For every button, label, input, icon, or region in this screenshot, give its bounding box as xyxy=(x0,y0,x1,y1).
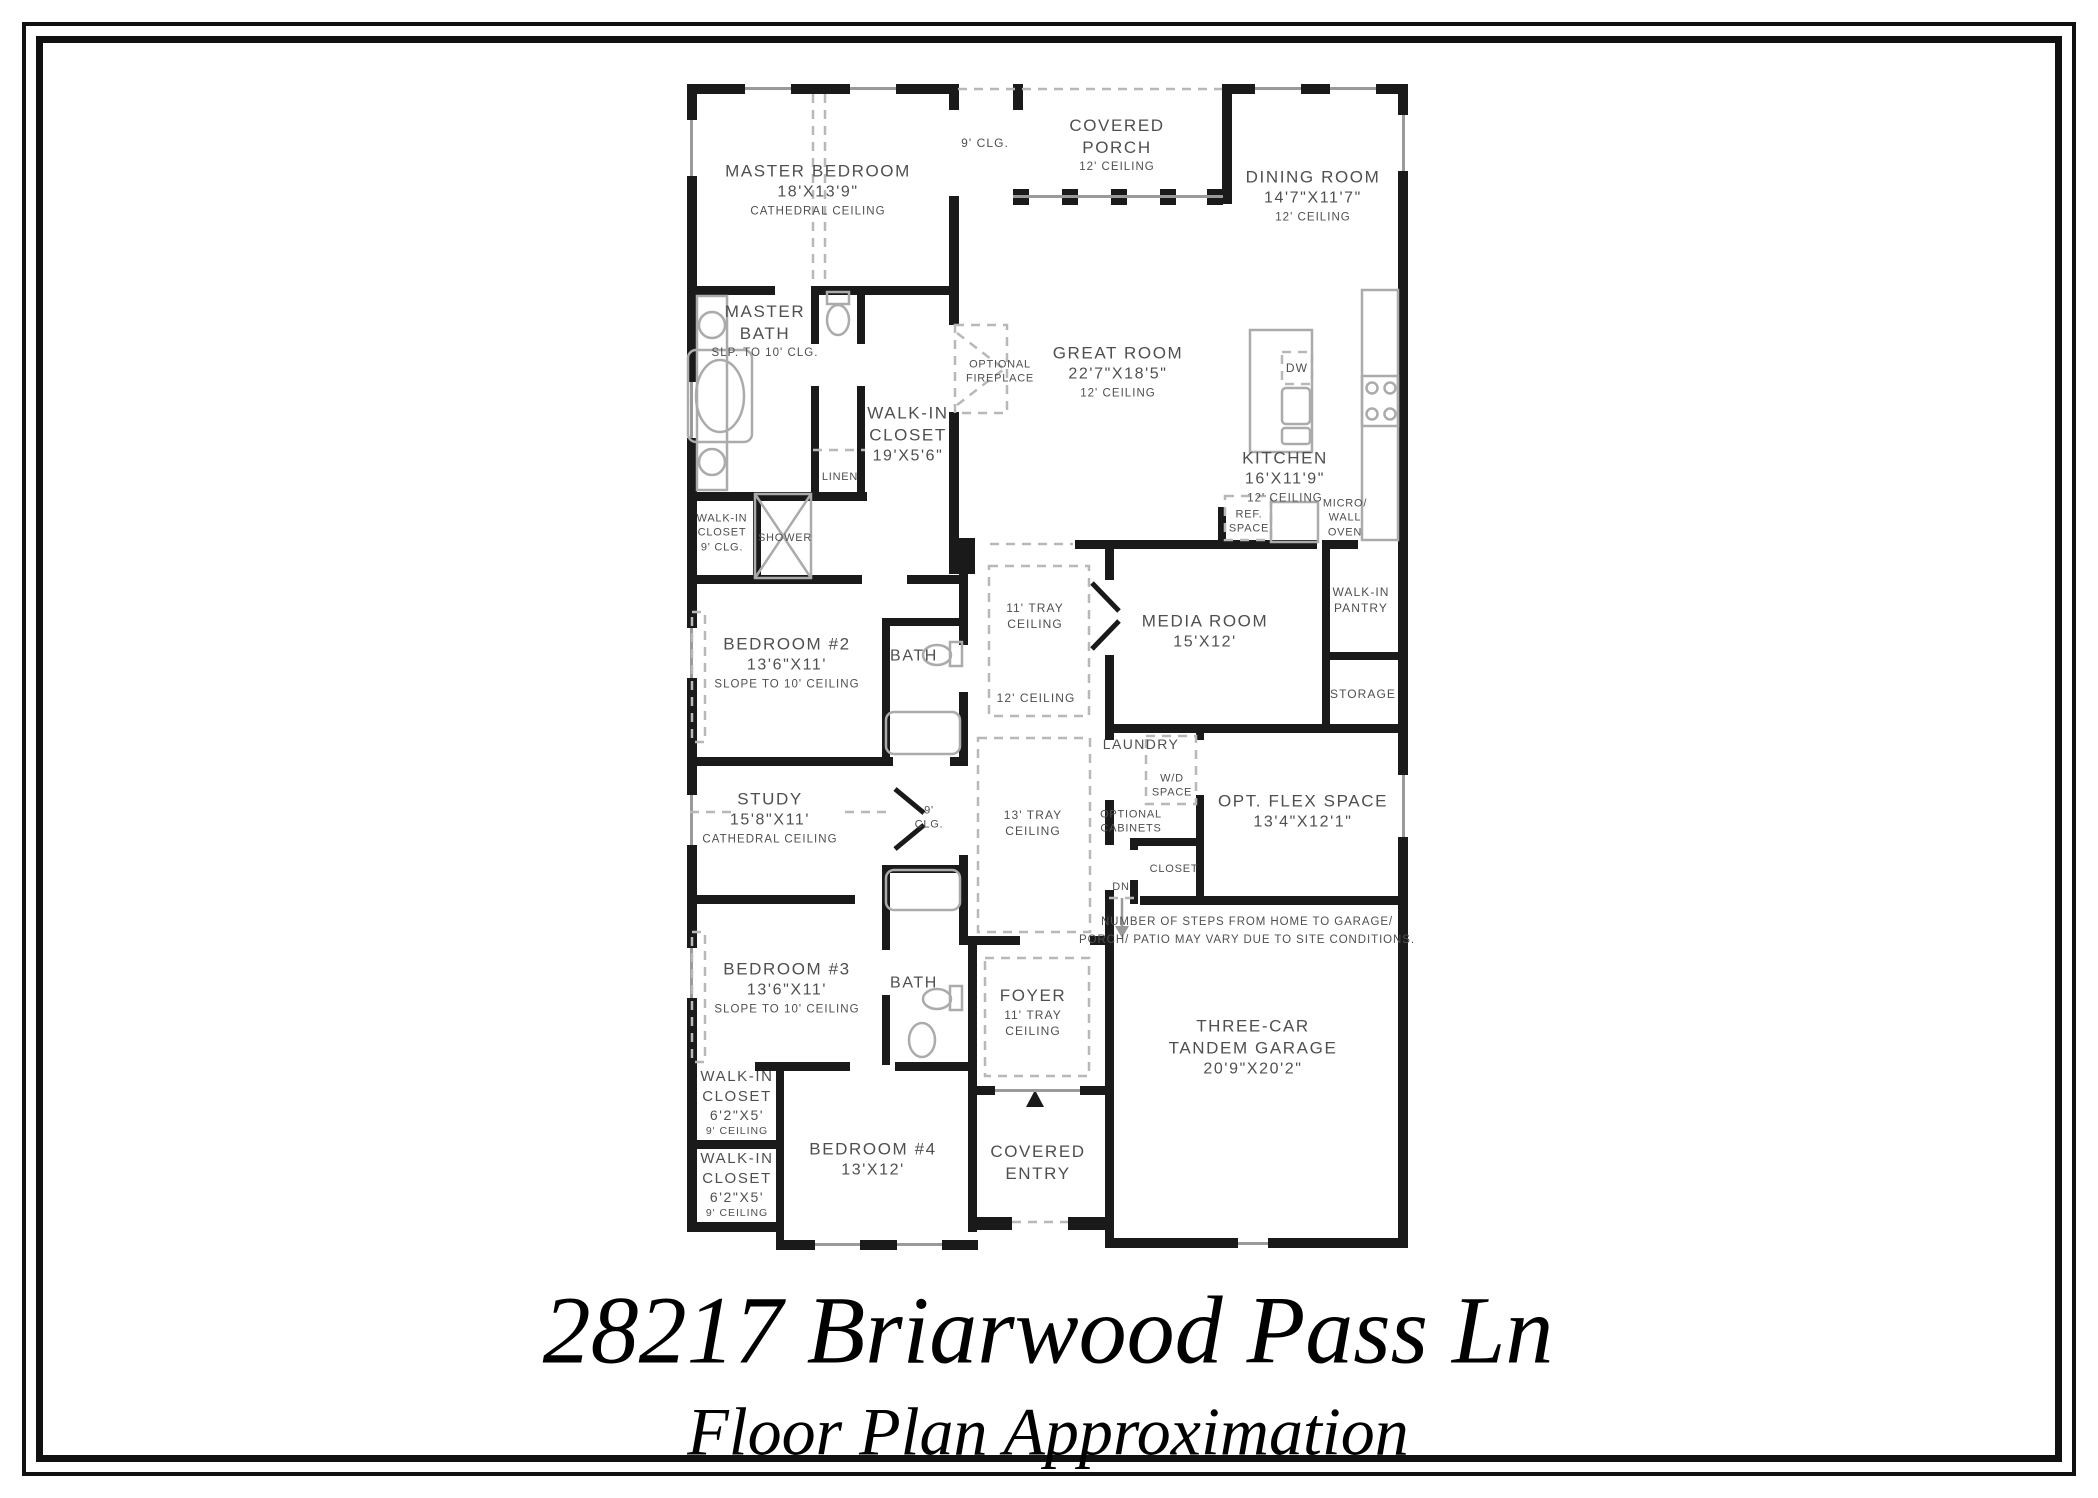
label-storage: STORAGE xyxy=(1329,686,1397,701)
entry-arrow-icon xyxy=(1026,1090,1044,1107)
room-label-garage: THREE-CAR TANDEM GARAGE 20'9"X20'2" xyxy=(1168,1016,1338,1078)
label-ref-space: REF. SPACE xyxy=(1228,508,1270,535)
wd-space-outline xyxy=(1144,734,1198,806)
label-bath-lower: BATH xyxy=(890,974,938,992)
room-label-walk-in-closet-master: WALK-IN CLOSET 19'X5'6" xyxy=(867,403,949,465)
shower-pan xyxy=(753,492,813,580)
room-label-walk-in-closet-1: WALK-IN CLOSET 6'2"X5' 9' CEILING xyxy=(700,1068,774,1138)
label-9-clg-study: 9' CLG. xyxy=(914,804,944,831)
toilet-icon xyxy=(825,303,851,337)
bedroom2-window-bay xyxy=(690,610,707,744)
label-wd-space: W/D SPACE xyxy=(1151,772,1193,799)
label-linen: LINEN xyxy=(821,470,859,483)
tray-ceiling-13-outline xyxy=(976,736,1092,934)
room-label-bedroom-2: BEDROOM #2 13'6"X11' SLOPE TO 10' CEILIN… xyxy=(714,634,860,691)
room-label-bedroom-3: BEDROOM #3 13'6"X11' SLOPE TO 10' CEILIN… xyxy=(714,959,860,1016)
room-label-great-room: GREAT ROOM 22'7"X18'5" 12' CEILING xyxy=(1052,343,1184,400)
room-label-master-bedroom: MASTER BEDROOM 18'X13'9" CATHEDRAL CEILI… xyxy=(725,161,911,218)
kitchen-island xyxy=(1248,328,1314,454)
label-dw: DW xyxy=(1285,360,1309,375)
bedroom3-window-bay xyxy=(690,930,707,1064)
room-label-dining-room: DINING ROOM 14'7"X11'7" 12' CEILING xyxy=(1245,167,1381,224)
room-label-study: STUDY 15'8"X11' CATHEDRAL CEILING xyxy=(702,789,838,846)
outer-border xyxy=(22,22,2076,1476)
tub-icon xyxy=(884,710,962,756)
optional-fireplace-chevron xyxy=(956,332,1005,406)
room-label-media-room: MEDIA ROOM 15'X12' xyxy=(1141,611,1269,651)
sink-icon xyxy=(697,310,727,340)
room-label-walk-in-closet-2: WALK-IN CLOSET 6'2"X5' 9' CEILING xyxy=(700,1150,774,1220)
island-sink xyxy=(1280,426,1312,446)
room-label-walk-in-pantry: WALK-IN PANTRY xyxy=(1332,584,1390,615)
room-label-covered-porch: COVERED PORCH 12' CEILING xyxy=(1069,115,1165,174)
wall-oven-cabinet xyxy=(1269,500,1320,544)
room-label-kitchen: KITCHEN 16'X11'9" 12' CEILING xyxy=(1242,448,1328,505)
label-optional-cabinets: OPTIONAL CABINETS xyxy=(1100,808,1162,835)
tub-icon xyxy=(884,868,962,912)
label-laundry: LAUNDRY xyxy=(1102,735,1180,752)
dn-arrow-icon xyxy=(1115,898,1129,938)
cooktop-icon xyxy=(1360,374,1400,428)
label-optional-fireplace: OPTIONAL FIREPLACE xyxy=(965,358,1035,385)
label-micro-wall-oven: MICRO/ WALL OVEN xyxy=(1322,497,1368,539)
label-shower: SHOWER xyxy=(757,531,813,544)
floor-plan-subtitle: Floor Plan Approximation xyxy=(687,1393,1409,1470)
label-12-ceiling: 12' CEILING xyxy=(996,690,1076,705)
room-label-opt-flex-space: OPT. FLEX SPACE 13'4"X12'1" xyxy=(1217,791,1389,831)
room-label-foyer: FOYER 11' TRAY CEILING xyxy=(999,985,1067,1038)
sink-icon xyxy=(697,447,727,477)
label-closet: CLOSET xyxy=(1149,862,1199,875)
inner-border xyxy=(36,36,2062,1462)
room-label-bedroom-4: BEDROOM #4 13'X12' xyxy=(809,1139,937,1179)
foyer-tray-outline xyxy=(983,956,1091,1078)
master-tub xyxy=(686,348,754,444)
label-bath-upper: BATH xyxy=(890,647,938,665)
optional-fireplace-outline xyxy=(953,323,1009,415)
room-label-covered-entry: COVERED ENTRY xyxy=(990,1141,1086,1183)
label-steps-note: NUMBER OF STEPS FROM HOME TO GARAGE/ POR… xyxy=(1079,916,1415,946)
label-9-clg-corridor: 9' CLG. xyxy=(961,135,1009,150)
island-sink xyxy=(1280,386,1312,426)
address-title: 28217 Briarwood Pass Ln xyxy=(542,1276,1554,1384)
sink-icon xyxy=(907,1021,937,1059)
room-label-master-bath: MASTER BATH SLP. TO 10' CLG. xyxy=(711,301,819,360)
master-tub-basin xyxy=(694,358,746,434)
label-11-tray-ceiling: 11' TRAY CEILING xyxy=(1006,600,1064,631)
fixtures xyxy=(686,288,1400,1059)
toilet-icon xyxy=(921,987,953,1011)
label-13-tray-ceiling: 13' TRAY CEILING xyxy=(1003,807,1063,838)
tray-ceiling-11-outline xyxy=(987,564,1091,718)
room-label-walk-in-closet-small: WALK-IN CLOSET 9' CLG. xyxy=(696,512,748,554)
label-dn: DN xyxy=(1112,880,1130,893)
walls xyxy=(687,84,1408,1250)
shower-x xyxy=(753,493,813,579)
dashed-lines xyxy=(690,87,1314,1224)
toilet-icon xyxy=(921,643,953,667)
